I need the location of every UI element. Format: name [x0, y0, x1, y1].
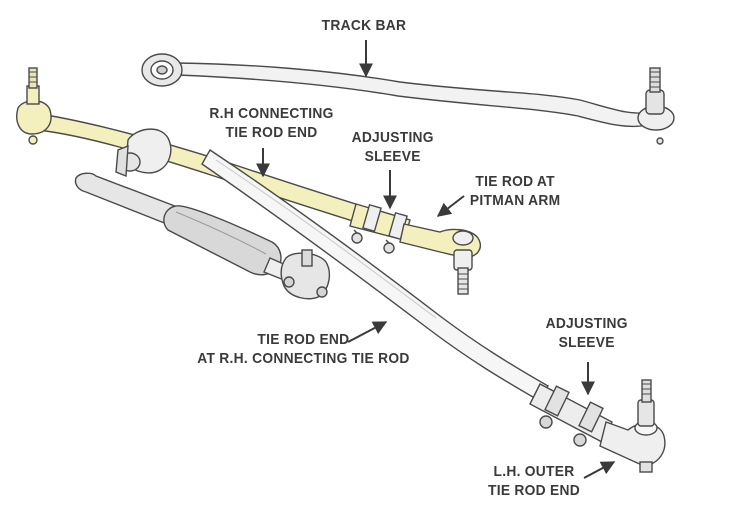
label-pitman-line1: TIE ROD AT: [475, 173, 555, 190]
label-rh-connecting-line2: TIE ROD END: [225, 124, 318, 141]
label-tie-rod-at-pitman-arm: TIE ROD AT PITMAN ARM: [470, 172, 560, 210]
label-upper-sleeve-line2: SLEEVE: [364, 148, 421, 165]
lh-outer-tie-rod-end: [599, 379, 666, 473]
label-pitman-line2: PITMAN ARM: [469, 192, 561, 209]
label-rh-connecting-line1: R.H CONNECTING: [209, 105, 334, 122]
label-tie-rod-end-rh-line1: TIE ROD END: [257, 331, 350, 348]
label-lower-sleeve-line1: ADJUSTING: [545, 315, 628, 332]
upper-adjusting-sleeve: [349, 203, 411, 254]
rh-connecting-tie-rod: [16, 67, 363, 223]
label-tie-rod-end-rh-line2: AT R.H. CONNECTING TIE ROD: [197, 350, 410, 367]
tie-rod-at-pitman-arm: [399, 223, 482, 295]
label-track-bar-text: TRACK BAR: [321, 17, 407, 34]
damper-clamp: [280, 249, 331, 300]
arrow-lh-outer: [583, 461, 616, 479]
label-rh-connecting-tie-rod-end: R.H CONNECTING TIE ROD END: [209, 104, 333, 142]
label-lh-outer-line1: L.H. OUTER: [493, 463, 575, 480]
track-bar: [141, 53, 675, 145]
label-adjusting-sleeve-upper: ADJUSTING SLEEVE: [352, 128, 434, 166]
label-lower-sleeve-line2: SLEEVE: [558, 334, 615, 351]
label-lh-outer-line2: TIE ROD END: [487, 482, 580, 499]
callout-arrows: [256, 40, 616, 479]
lower-adjusting-sleeve: [529, 383, 613, 447]
arrow-tie-rod-end-rh: [347, 321, 388, 343]
arrow-pitman: [436, 195, 465, 217]
label-lh-outer-tie-rod-end: L.H. OUTER TIE ROD END: [488, 462, 580, 500]
label-adjusting-sleeve-lower: ADJUSTING SLEEVE: [546, 314, 628, 352]
label-tie-rod-end-rh-connecting: TIE ROD END AT R.H. CONNECTING TIE ROD: [197, 330, 409, 368]
label-upper-sleeve-line1: ADJUSTING: [351, 129, 434, 146]
label-track-bar: TRACK BAR: [322, 16, 407, 35]
